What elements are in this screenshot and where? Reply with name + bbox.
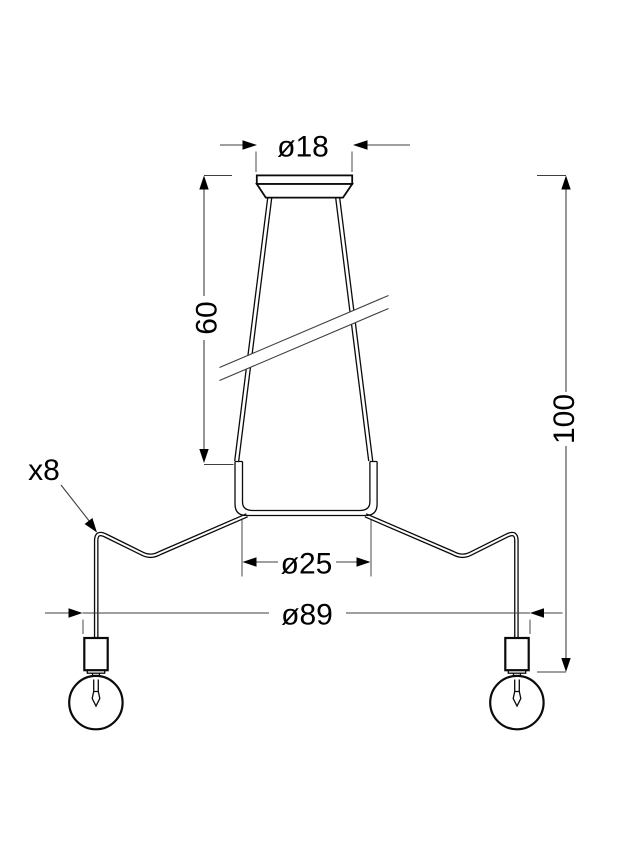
dim-canopy-diameter	[220, 140, 410, 172]
bulb-stem	[91, 679, 101, 708]
canopy-skirt	[255, 183, 354, 199]
cord-right	[335, 197, 374, 462]
arrow-leader-icon	[84, 518, 97, 533]
label-canopy-diameter: ø18	[277, 131, 329, 164]
bulb-glass	[68, 674, 124, 731]
arrow-right-icon	[242, 140, 257, 150]
label-suspension-length: 60	[191, 301, 224, 334]
bulb-glass	[489, 674, 545, 731]
arrow-up-icon	[199, 175, 209, 190]
arrow-down-icon	[561, 658, 571, 672]
arm-count-leader	[60, 484, 97, 533]
lamp	[68, 174, 545, 731]
bulb-left	[68, 674, 124, 731]
canopy-band	[255, 174, 354, 185]
dim-overall-height	[537, 174, 571, 673]
label-overall-width: ø89	[281, 599, 333, 632]
arm-left	[93, 513, 248, 639]
dim-overall-width	[45, 608, 563, 634]
cord-left	[234, 197, 273, 462]
socket-left	[83, 636, 109, 680]
arrow-down-icon	[199, 449, 209, 463]
arrow-right-icon	[68, 608, 83, 618]
arrow-right-icon	[356, 557, 371, 567]
canopy	[255, 174, 354, 199]
label-arm-count: x8	[28, 454, 60, 487]
arrow-left-icon	[242, 557, 257, 567]
arrow-left-icon	[353, 140, 368, 150]
dim-suspension-length	[199, 174, 234, 466]
label-center-ring-diameter: ø25	[281, 548, 333, 581]
dim-center-ring-diameter	[241, 520, 372, 577]
arrow-up-icon	[561, 175, 571, 190]
label-overall-height: 100	[548, 394, 581, 444]
arrow-left-icon	[530, 608, 544, 618]
break-symbol	[219, 294, 389, 382]
bulb-stem	[512, 679, 522, 708]
hub-ring	[234, 460, 378, 517]
socket-right	[504, 636, 530, 680]
bulb-right	[489, 674, 545, 731]
arm-right	[364, 513, 519, 639]
